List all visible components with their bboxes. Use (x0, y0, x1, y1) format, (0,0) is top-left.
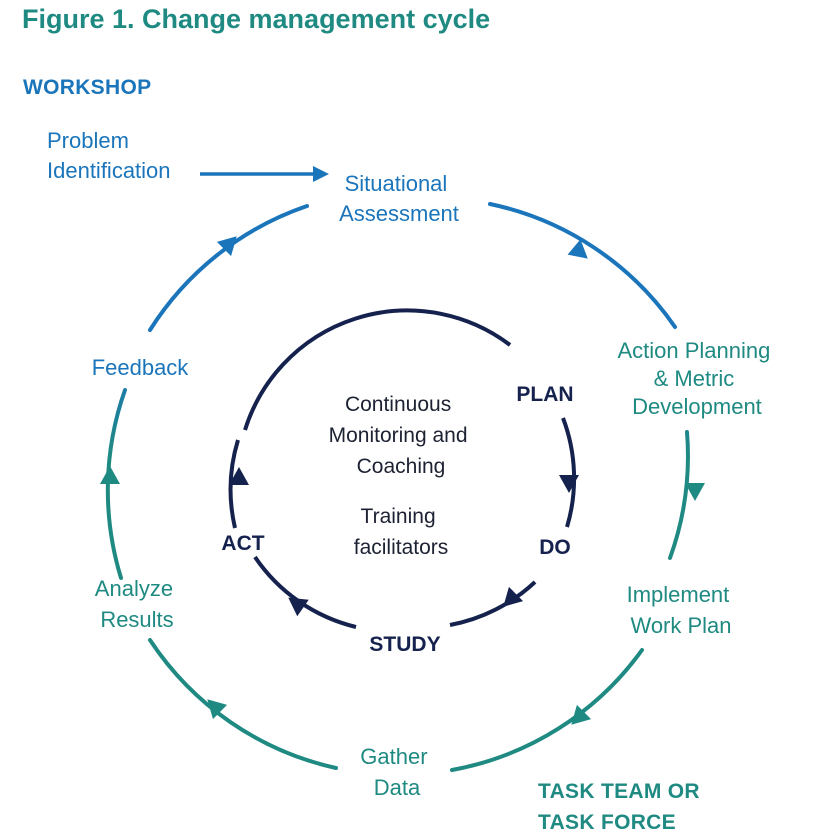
stage-problem-identification: Problem Identification (47, 128, 171, 183)
arrowhead-to-implement (685, 483, 705, 501)
arc-gather-to-analyze (148, 638, 338, 770)
inner-label-plan: PLAN (516, 383, 573, 406)
problem-to-assessment-arrow (200, 166, 329, 182)
stage-gather-data: Gather Data (360, 744, 433, 800)
inner-ring (228, 308, 577, 629)
arc-feedback-to-assessment (148, 204, 309, 332)
figure-title: Figure 1. Change management cycle (22, 4, 491, 34)
arrowhead-to-feedback (100, 466, 120, 484)
inner-label-do: DO (539, 536, 571, 559)
inner-label-act: ACT (221, 532, 264, 555)
inner-arc-top (243, 308, 512, 431)
workshop-label: WORKSHOP (23, 76, 152, 99)
arc-assessment-to-action (488, 202, 677, 329)
arrowhead-to-gather (571, 704, 592, 725)
center-training-text: Training facilitators (354, 505, 449, 559)
center-monitoring-text: Continuous Monitoring and Coaching (329, 393, 474, 478)
stage-feedback: Feedback (92, 355, 190, 380)
task-team-line-1: TASK TEAM OR (538, 780, 700, 803)
arc-implement-to-gather (450, 648, 644, 772)
stage-implement-work-plan: Implement Work Plan (627, 582, 736, 638)
outer-ring (105, 202, 690, 772)
task-team-line-2: TASK FORCE (538, 811, 676, 834)
inner-arrowhead-study (288, 597, 309, 617)
inner-arrowhead-plan (559, 475, 579, 493)
inner-arrowhead-do (503, 586, 524, 607)
inner-arc-plan-do (561, 417, 577, 528)
inner-arrowhead-act (229, 467, 249, 485)
stage-action-planning: Action Planning & Metric Development (617, 338, 776, 419)
task-team-label: TASK TEAM OR TASK FORCE (538, 776, 700, 838)
inner-label-study: STUDY (369, 633, 440, 656)
inner-arc-study-act (253, 555, 357, 629)
stage-analyze-results: Analyze Results (95, 576, 179, 632)
outer-arrowheads (100, 236, 705, 725)
inner-arc-do-study (449, 580, 537, 627)
stage-situational-assessment: Situational Assessment (339, 171, 459, 226)
arrowhead-to-action (567, 239, 588, 259)
arrowhead-to-analyze (207, 699, 228, 720)
inner-arrowheads (229, 467, 579, 617)
arrowhead-to-assessment (216, 236, 237, 257)
arc-action-to-implement (668, 430, 690, 560)
